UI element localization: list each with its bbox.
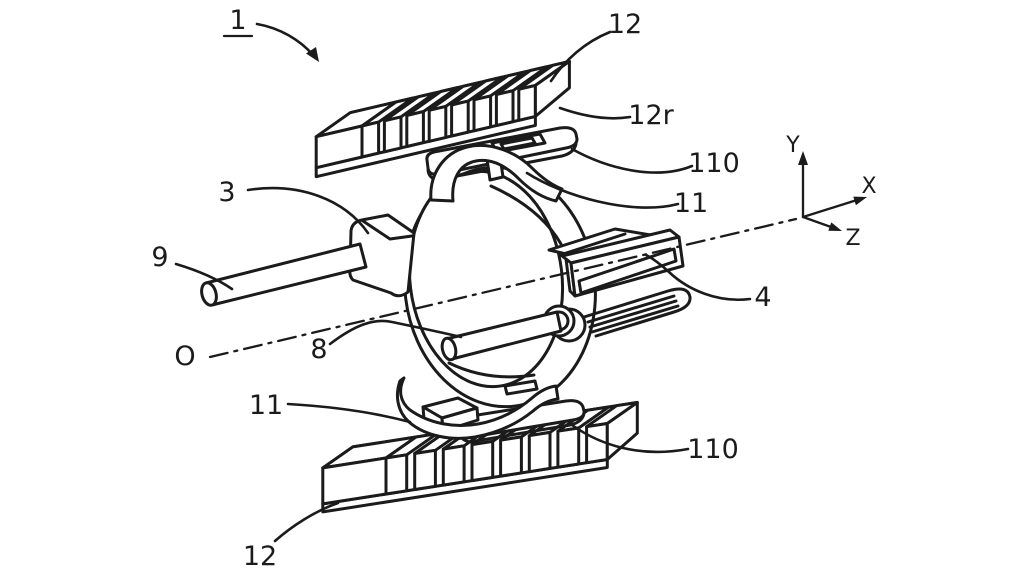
- axis-z-line: [801, 215, 833, 229]
- label-12-bottom: 12: [243, 541, 277, 572]
- boss-outline: [348, 213, 416, 298]
- bottom-clamp-strap-11: [395, 376, 560, 440]
- fin-face: [413, 448, 437, 491]
- leader-110-top: [570, 147, 694, 174]
- axis-z-arrowhead: [828, 222, 842, 231]
- label-110-bottom: 110: [687, 434, 739, 465]
- axis-z-label: Z: [845, 226, 860, 251]
- guide-rod-8: [440, 310, 563, 362]
- grooved-rail: [582, 287, 692, 338]
- fin-face: [405, 110, 425, 148]
- fin-face: [441, 444, 466, 487]
- label-12r: 12r: [628, 100, 674, 131]
- fin-face: [517, 83, 537, 122]
- fin-face: [427, 104, 448, 143]
- axis-y-arrowhead: [798, 151, 808, 165]
- leader-3: [246, 186, 370, 235]
- arm-inner-edge: [558, 232, 627, 257]
- top-clamp-strap-11: [429, 144, 564, 203]
- leader-lines: [174, 22, 752, 543]
- block4-slot: [577, 247, 678, 295]
- rail-groove-1: [586, 294, 676, 324]
- axis-y-label: Y: [785, 133, 800, 158]
- optical-axis-centerline: [208, 217, 798, 359]
- boss-fold-line: [361, 219, 414, 241]
- guide-rod-9: [200, 242, 368, 307]
- rod9-shaft: [204, 242, 368, 307]
- leader-11-top: [525, 171, 680, 209]
- rail-outer: [582, 287, 692, 338]
- fin-face: [556, 426, 581, 469]
- label-origin: O: [174, 341, 195, 372]
- rail-groove-2: [588, 299, 678, 329]
- fin-face: [499, 435, 523, 478]
- leader-110-bottom: [570, 423, 690, 454]
- label-11-top: 11: [674, 188, 708, 219]
- connector-block-4: [560, 228, 685, 298]
- coordinate-axes: Y X Z: [785, 133, 876, 251]
- label-9: 9: [151, 242, 168, 273]
- leader-9: [174, 262, 234, 291]
- label-3: 3: [218, 177, 235, 208]
- label-12-top: 12: [608, 9, 642, 40]
- label-110-top: 110: [688, 148, 740, 179]
- ring-inner-wall-top: [489, 184, 563, 246]
- leader-12r: [558, 106, 632, 120]
- leader-12-bottom: [273, 501, 340, 543]
- fin-face: [360, 120, 381, 159]
- top-plate-slot: [499, 136, 537, 151]
- fin-face: [450, 99, 470, 138]
- leader-8: [328, 319, 463, 346]
- fin-block-top: [314, 59, 571, 179]
- axis-x-line: [801, 198, 859, 219]
- left-boss: [348, 213, 416, 298]
- leader-12-top: [549, 30, 612, 83]
- fin-face: [472, 94, 493, 133]
- fin-face: [527, 430, 552, 474]
- fig1-arrow-curve: [255, 22, 315, 57]
- axis-x-label: X: [861, 174, 876, 199]
- fin-face: [382, 115, 403, 154]
- rod8-end-cap: [440, 336, 458, 362]
- ring-bottom-tab: [503, 379, 539, 396]
- fin-face: [494, 89, 515, 127]
- leader-11-bottom: [286, 402, 412, 424]
- label-8: 8: [310, 334, 327, 365]
- reference-labels: 1 12 12r 110 11 3 9 O 8 4 11 110 12: [151, 5, 771, 572]
- leader-4: [644, 253, 752, 302]
- ring-inner-wall-bottom: [447, 361, 536, 379]
- label-fig-no: 1: [229, 5, 246, 36]
- label-11-bottom: 11: [249, 390, 283, 421]
- fig1-arrowhead: [306, 47, 319, 62]
- fin-face: [470, 439, 495, 483]
- rod9-end-cap: [200, 281, 218, 307]
- fin-face: [384, 453, 409, 496]
- label-4: 4: [754, 282, 771, 313]
- axis-x-arrowhead: [853, 196, 867, 206]
- rail-groove-3: [590, 304, 680, 334]
